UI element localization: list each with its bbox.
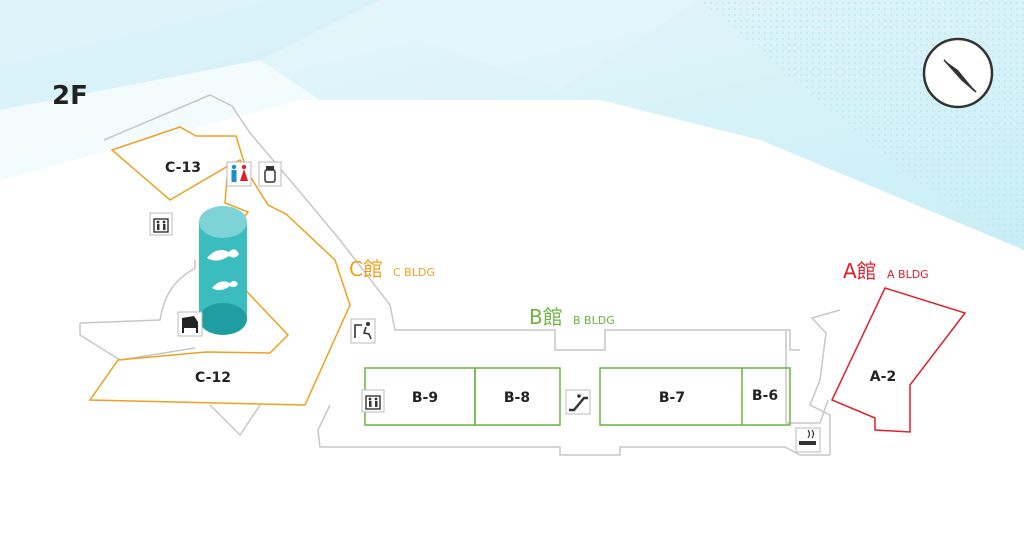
compass-icon [922, 37, 994, 109]
a-building-label: A館 A BLDG [843, 259, 929, 283]
svg-text:A館: A館 [843, 259, 877, 283]
svg-text:B館: B館 [529, 305, 563, 329]
room-c13[interactable]: C-13 [165, 160, 201, 176]
a-building-outline [830, 287, 967, 433]
svg-text:A BLDG: A BLDG [887, 268, 929, 281]
elevator-icon [149, 212, 173, 236]
svg-text:B BLDG: B BLDG [573, 314, 615, 327]
baby-bottle-icon [258, 161, 282, 187]
svg-text:C BLDG: C BLDG [393, 266, 435, 279]
room-b6[interactable]: B-6 [752, 388, 778, 404]
c-building-label: C館 C BLDG [349, 257, 435, 281]
piano-icon [177, 311, 203, 337]
svg-text:C館: C館 [349, 257, 383, 281]
room-b9[interactable]: B-9 [412, 390, 438, 406]
room-a2[interactable]: A-2 [870, 369, 896, 385]
elevator-icon [361, 389, 385, 413]
smoking-area-icon [795, 427, 821, 453]
aquarium-tank [199, 206, 247, 335]
restroom-icon [226, 161, 252, 187]
floor-outline [79, 94, 841, 456]
room-b7[interactable]: B-7 [659, 390, 685, 406]
b-building-label: B館 B BLDG [529, 305, 615, 329]
stair-climber-icon [350, 318, 376, 344]
room-b8[interactable]: B-8 [504, 390, 530, 406]
room-c12[interactable]: C-12 [195, 370, 231, 386]
floor-label: 2F [52, 81, 88, 111]
escalator-icon [565, 389, 591, 415]
